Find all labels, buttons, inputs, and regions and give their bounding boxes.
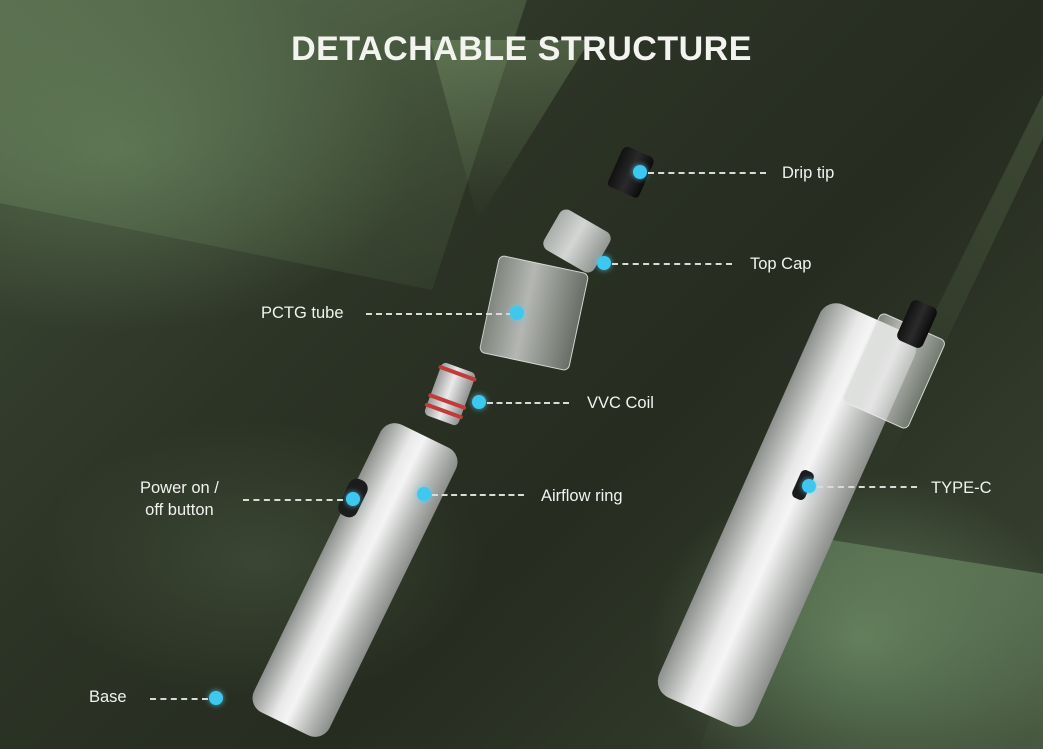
page-title: DETACHABLE STRUCTURE — [291, 30, 752, 68]
callout-label: TYPE-C — [931, 479, 992, 497]
callout-label: Drip tip — [782, 164, 835, 182]
callout-label: Top Cap — [750, 255, 812, 273]
marker-dot-icon — [472, 395, 486, 409]
callout-label: PCTG tube — [261, 304, 344, 322]
leader-line — [150, 698, 208, 700]
callout-label: Power on / off button — [140, 479, 219, 519]
marker-dot-icon — [346, 492, 360, 506]
marker-dot-icon — [597, 256, 611, 270]
marker-dot-icon — [633, 165, 647, 179]
leader-line — [817, 486, 917, 488]
leader-line — [612, 263, 732, 265]
marker-dot-icon — [510, 306, 524, 320]
marker-dot-icon — [209, 691, 223, 705]
leader-line — [648, 172, 766, 174]
callout-label: Airflow ring — [541, 487, 623, 505]
leader-line — [487, 402, 569, 404]
marker-dot-icon — [802, 479, 816, 493]
marker-dot-icon — [417, 487, 431, 501]
leader-line — [366, 313, 512, 315]
leader-line — [432, 494, 524, 496]
leader-line — [243, 499, 343, 501]
callout-label: Base — [89, 688, 127, 706]
callout-label: VVC Coil — [587, 394, 654, 412]
